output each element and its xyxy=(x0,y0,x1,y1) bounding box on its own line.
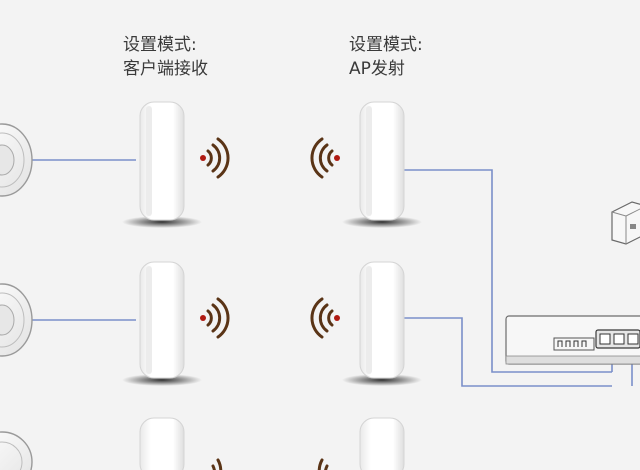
wifi-signal-icon xyxy=(317,458,329,470)
label-ap-line2: AP发射 xyxy=(349,59,405,79)
wifi-signal-icon xyxy=(200,297,230,339)
camera-icon xyxy=(0,283,33,357)
camera-icon xyxy=(0,431,33,470)
wifi-signal-icon xyxy=(200,137,230,179)
cpe-device-icon xyxy=(342,101,422,228)
router-icon xyxy=(611,201,640,245)
label-client-line1: 设置模式: xyxy=(123,35,197,55)
cpe-device-icon xyxy=(139,417,185,470)
label-ap-mode: 设置模式: AP发射 xyxy=(349,33,423,81)
wifi-signal-icon xyxy=(310,137,340,179)
cpe-device-icon xyxy=(359,417,405,470)
camera-icon xyxy=(0,123,33,197)
wifi-signal-icon xyxy=(211,458,223,470)
label-ap-line1: 设置模式: xyxy=(349,35,423,55)
cpe-device-icon xyxy=(342,261,422,386)
link-ap1-switch xyxy=(404,169,612,373)
switch-icon xyxy=(505,315,640,365)
wifi-signal-icon xyxy=(310,297,340,339)
link-ap2-switch xyxy=(404,317,612,387)
cpe-device-icon xyxy=(122,261,202,386)
label-client-mode: 设置模式: 客户端接收 xyxy=(123,33,208,81)
cpe-device-icon xyxy=(122,101,202,228)
label-client-line2: 客户端接收 xyxy=(123,59,208,79)
